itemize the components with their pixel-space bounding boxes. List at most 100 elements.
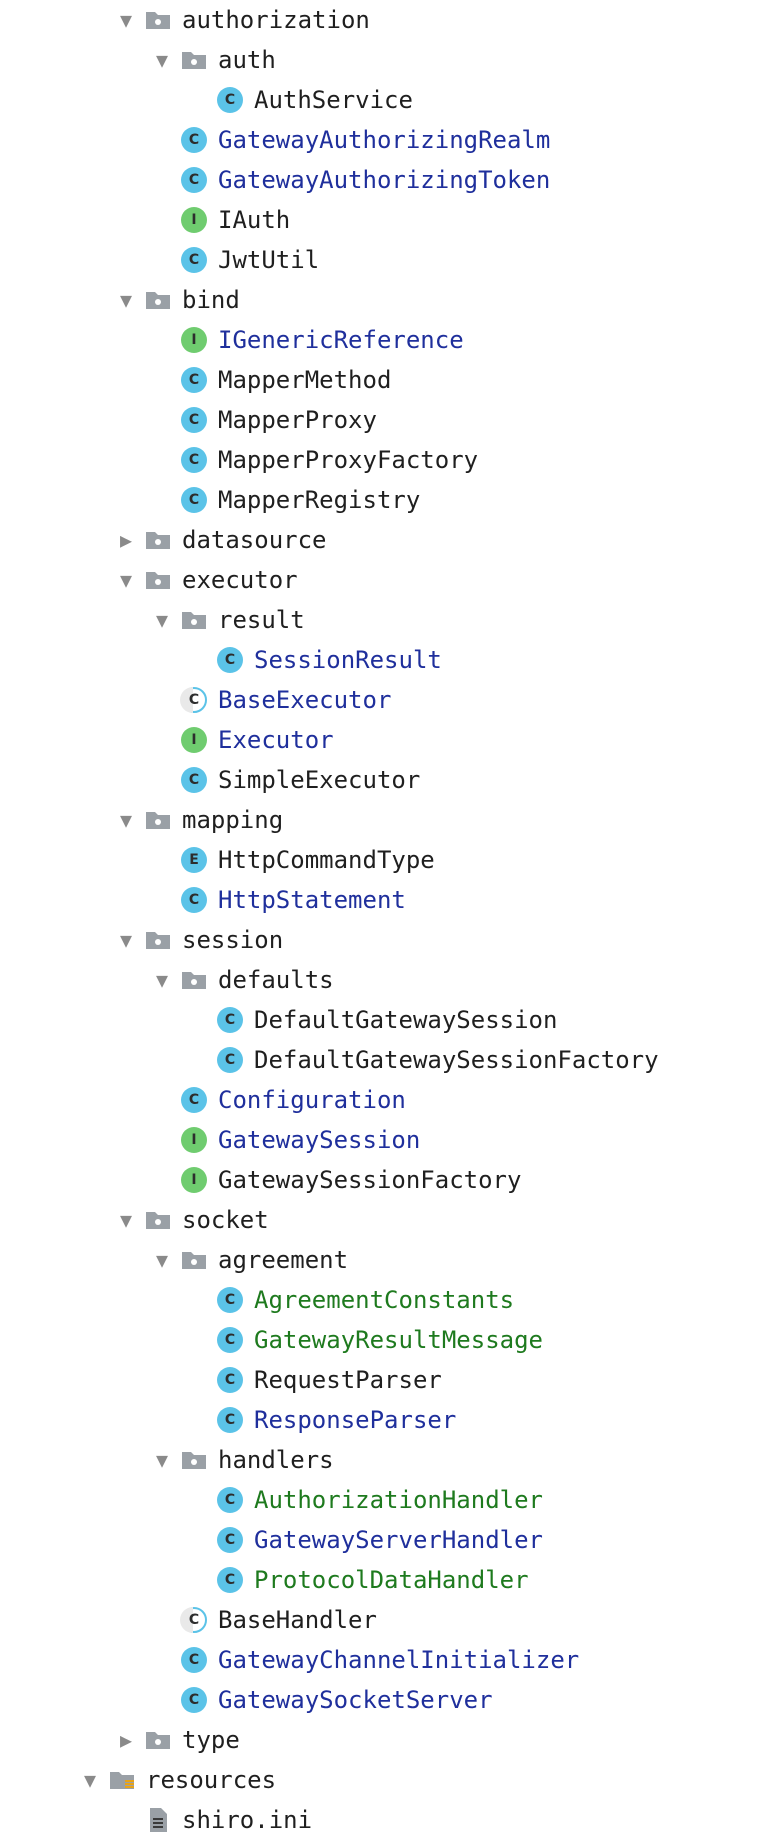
expand-arrow-down-icon[interactable]: ▼ — [119, 808, 133, 832]
expand-arrow-down-icon[interactable]: ▼ — [155, 1248, 169, 1272]
package-folder-icon — [180, 606, 208, 634]
tree-item-label: handlers — [218, 1446, 334, 1474]
tree-folder-row[interactable]: ▼result — [0, 600, 778, 640]
package-folder-icon — [144, 1206, 172, 1234]
expand-arrow-down-icon[interactable]: ▼ — [155, 1448, 169, 1472]
tree-folder-row[interactable]: ▼socket — [0, 1200, 778, 1240]
interface-icon: I — [180, 326, 208, 354]
tree-item-label: GatewayAuthorizingToken — [218, 166, 551, 194]
class-icon: C — [216, 1566, 244, 1594]
tree-file-row[interactable]: C BaseHandler — [0, 1600, 778, 1640]
tree-folder-row[interactable]: ▼authorization — [0, 0, 778, 40]
tree-file-row[interactable]: I IAuth — [0, 200, 778, 240]
class-icon: C — [180, 1686, 208, 1714]
tree-item-label: auth — [218, 46, 276, 74]
expand-arrow-down-icon[interactable]: ▼ — [119, 1208, 133, 1232]
tree-folder-row[interactable]: ▼bind — [0, 280, 778, 320]
tree-folder-row[interactable]: ▶type — [0, 1720, 778, 1760]
tree-folder-row[interactable]: ▼mapping — [0, 800, 778, 840]
expand-arrow-down-icon[interactable]: ▼ — [83, 1768, 97, 1792]
tree-folder-row[interactable]: ▶datasource — [0, 520, 778, 560]
tree-file-row[interactable]: C MapperProxyFactory — [0, 440, 778, 480]
tree-item-label: AuthService — [254, 86, 413, 114]
expand-arrow-down-icon[interactable]: ▼ — [155, 968, 169, 992]
tree-item-label: AgreementConstants — [254, 1286, 515, 1314]
expand-arrow-down-icon[interactable]: ▼ — [119, 928, 133, 952]
tree-folder-row[interactable]: ▼ executor — [0, 560, 778, 600]
tree-item-label: DefaultGatewaySessionFactory — [254, 1046, 659, 1074]
class-icon: C — [180, 1646, 208, 1674]
tree-folder-row[interactable]: ▼ session — [0, 920, 778, 960]
text-file-icon — [144, 1806, 172, 1834]
tree-item-label: executor — [182, 566, 298, 594]
collapse-arrow-right-icon[interactable]: ▶ — [119, 1728, 133, 1752]
class-icon: C — [180, 246, 208, 274]
tree-file-row[interactable]: shiro.ini — [0, 1800, 778, 1840]
tree-item-label: ResponseParser — [254, 1406, 457, 1434]
tree-file-row[interactable]: C ProtocolDataHandler — [0, 1560, 778, 1600]
class-icon: C — [180, 886, 208, 914]
tree-folder-row[interactable]: ▼agreement — [0, 1240, 778, 1280]
package-folder-icon — [144, 566, 172, 594]
expand-arrow-down-icon[interactable]: ▼ — [155, 608, 169, 632]
abstract-icon: C — [180, 686, 208, 714]
class-icon: C — [216, 1366, 244, 1394]
class-icon: C — [180, 446, 208, 474]
enum-icon: E — [180, 846, 208, 874]
tree-item-label: IAuth — [218, 206, 291, 234]
tree-file-row[interactable]: C AuthService — [0, 80, 778, 120]
class-icon: C — [180, 1086, 208, 1114]
expand-arrow-down-icon[interactable]: ▼ — [119, 288, 133, 312]
tree-folder-row[interactable]: ▼defaults — [0, 960, 778, 1000]
collapse-arrow-right-icon[interactable]: ▶ — [119, 528, 133, 552]
tree-file-row[interactable]: C GatewayChannelInitializer — [0, 1640, 778, 1680]
tree-item-label: MapperProxyFactory — [218, 446, 479, 474]
interface-icon: I — [180, 206, 208, 234]
tree-item-label: HttpStatement — [218, 886, 406, 914]
tree-item-label: session — [182, 926, 284, 954]
expand-arrow-down-icon[interactable]: ▼ — [155, 48, 169, 72]
class-icon: C — [216, 86, 244, 114]
tree-item-label: GatewayChannelInitializer — [218, 1646, 580, 1674]
package-folder-icon — [144, 6, 172, 34]
tree-item-label: GatewayResultMessage — [254, 1326, 543, 1354]
tree-folder-row[interactable]: ▼ handlers — [0, 1440, 778, 1480]
tree-item-label: ProtocolDataHandler — [254, 1566, 529, 1594]
tree-file-row[interactable]: C HttpStatement — [0, 880, 778, 920]
package-folder-icon — [144, 526, 172, 554]
tree-folder-row[interactable]: ▼resources — [0, 1760, 778, 1800]
abstract-icon: C — [180, 1606, 208, 1634]
expand-arrow-down-icon[interactable]: ▼ — [119, 568, 133, 592]
tree-item-label: GatewayAuthorizingRealm — [218, 126, 551, 154]
expand-arrow-down-icon[interactable]: ▼ — [119, 8, 133, 32]
class-icon: C — [180, 766, 208, 794]
tree-item-label: MapperRegistry — [218, 486, 421, 514]
tree-item-label: BaseHandler — [218, 1606, 377, 1634]
tree-folder-row[interactable]: ▼ auth — [0, 40, 778, 80]
